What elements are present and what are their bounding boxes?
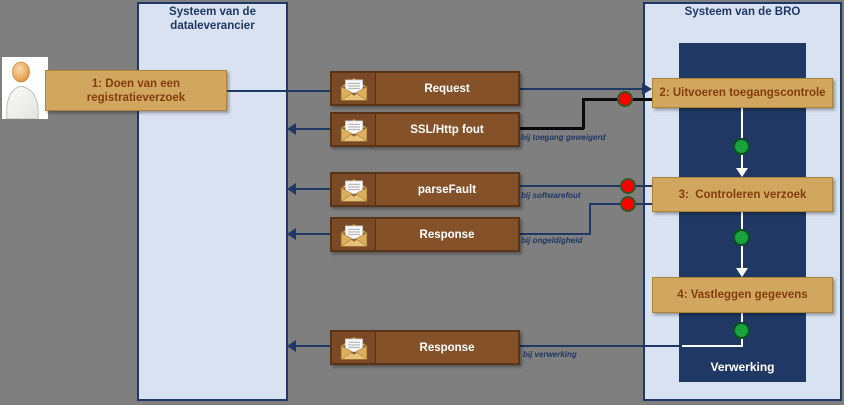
step-4-label: 4: Vastleggen gegevens xyxy=(677,289,808,301)
lane-title-bro-text: Systeem van de BRO xyxy=(684,6,801,18)
message-request: Request xyxy=(330,71,520,106)
flow-line-invalid-return xyxy=(296,233,330,235)
message-parsefault-label: parseFault xyxy=(417,183,477,196)
envelope-icon xyxy=(332,219,376,250)
message-parsefault: parseFault xyxy=(330,172,520,207)
arrowhead-response-processed-icon xyxy=(287,340,296,352)
envelope-icon xyxy=(332,332,376,363)
flow-line-step1-to-request xyxy=(227,90,330,92)
message-request-label: Request xyxy=(424,82,470,95)
actor-box xyxy=(2,57,48,119)
lane-title-line2: dataleverancier xyxy=(170,20,255,32)
step-3-box: 3: Controleren verzoek xyxy=(652,177,833,212)
error-marker-softwarefout xyxy=(620,178,636,194)
step-2-box: 2: Uitvoeren toegangscontrole xyxy=(652,78,833,108)
arrowhead-parsefault-icon xyxy=(287,183,296,195)
step-3-label: 3: Controleren verzoek xyxy=(678,188,807,201)
condition-toegang-geweigerd: bij toegang geweigerd xyxy=(521,133,606,142)
lane-title-line1: Systeem van de xyxy=(169,6,256,18)
person-icon xyxy=(6,61,39,119)
flow-line-processed-white xyxy=(682,345,743,347)
error-marker-ongeldigheid xyxy=(620,196,636,212)
flow-line-invalid-bottom xyxy=(520,233,591,235)
flow-line-denied-vert xyxy=(582,98,585,129)
flow-line-denied-bottom xyxy=(520,127,584,130)
condition-verwerking: bij verwerking xyxy=(523,350,577,359)
condition-ongeldigheid: bij ongeldigheid xyxy=(521,236,583,245)
flow-line-parsefault-return xyxy=(296,188,330,190)
message-response-processed: Response xyxy=(330,330,520,365)
lane-title-bro: Systeem van de BRO xyxy=(643,5,842,19)
step-2-label: 2: Uitvoeren toegangscontrole xyxy=(659,87,826,99)
message-response-processed-label: Response xyxy=(419,341,475,354)
arrowhead-ssl-icon xyxy=(287,123,296,135)
error-marker-toegang xyxy=(617,91,633,107)
step-1-box: 1: Doen van een registratieverzoek xyxy=(45,70,227,111)
arrowhead-request-icon xyxy=(642,83,652,95)
verwerking-label: Verwerking xyxy=(710,360,775,374)
message-response-invalid: Response xyxy=(330,217,520,252)
step-1-line2: registratieverzoek xyxy=(86,91,186,104)
success-marker-toegang xyxy=(733,138,750,155)
arrowhead-step3-icon xyxy=(736,168,748,177)
envelope-icon xyxy=(332,73,376,104)
success-marker-controle xyxy=(733,229,750,246)
step-4-box: 4: Vastleggen gegevens xyxy=(652,277,833,313)
flow-line-invalid-vert xyxy=(589,203,591,235)
envelope-icon xyxy=(332,174,376,205)
envelope-icon xyxy=(332,114,376,145)
step-1-line1: 1: Doen van een xyxy=(91,77,181,90)
flow-line-processed-right xyxy=(520,345,682,347)
flow-line-parsefault-right xyxy=(520,185,652,187)
message-ssl-fout-label: SSL/Http fout xyxy=(410,123,484,136)
message-ssl-fout: SSL/Http fout xyxy=(330,112,520,147)
message-response-invalid-label: Response xyxy=(419,228,475,241)
flow-line-ssl-return xyxy=(296,128,330,130)
flow-line-processed-return xyxy=(296,345,330,347)
lane-title-dataleverancier: Systeem van de dataleverancier xyxy=(137,5,288,33)
flow-line-request-to-bro xyxy=(520,88,642,90)
lane-dataleverancier xyxy=(137,2,288,401)
success-marker-vastleggen xyxy=(733,322,750,339)
arrowhead-response-invalid-icon xyxy=(287,228,296,240)
arrowhead-step4-icon xyxy=(736,268,748,277)
condition-softwarefout: bij softwarefout xyxy=(521,191,581,200)
